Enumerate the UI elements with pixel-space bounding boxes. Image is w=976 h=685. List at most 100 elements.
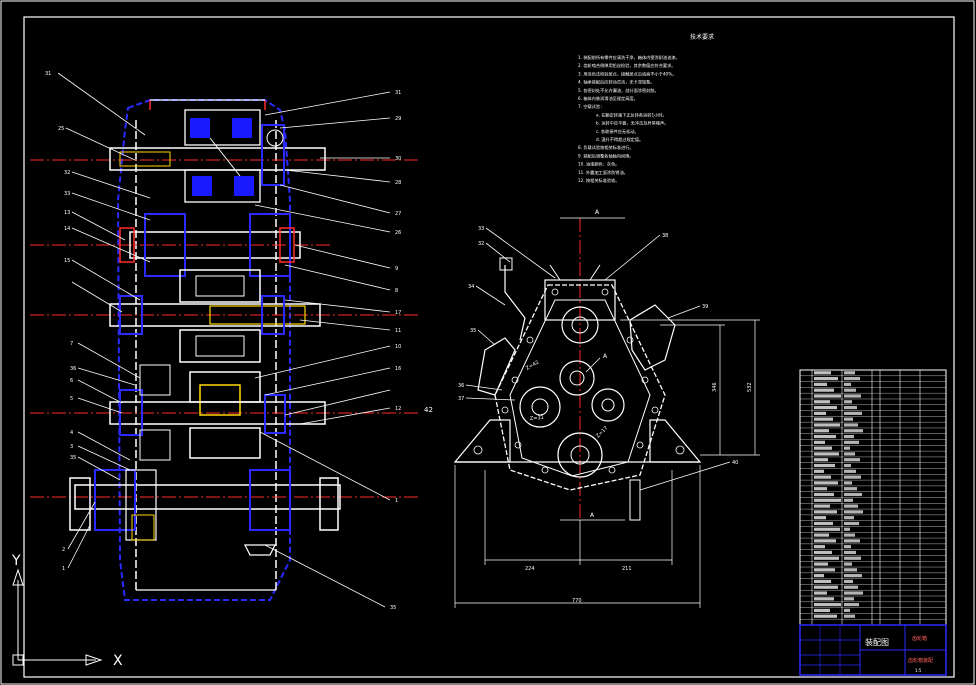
part-numbers-right: 31 29 30 28 27 26 9 8 17 11 10 16 12 1 3… [390,90,401,611]
parts-row-entry [814,452,839,456]
parts-row-material [844,463,851,468]
parts-row-entry [814,371,831,375]
parts-row-entry [814,614,837,618]
parts-row-entry [814,429,829,433]
parts-row-entry [814,458,828,462]
dim-height-a: 346 [712,382,718,392]
parts-row-material [844,440,859,444]
parts-row-entry [814,527,840,531]
callout-right-1: 31 [395,90,401,96]
note-line: 10. 油漆颜色：灰色。 [578,161,620,168]
parts-row-material [844,510,863,514]
callout-right-13: 12 [395,406,401,412]
parts-row-entry [814,556,839,560]
callout-right-6: 26 [395,230,401,236]
parts-row-entry [814,423,840,427]
parts-row-entry [814,475,831,479]
parts-row-material [844,579,853,584]
parts-row-entry [814,516,826,520]
parts-row-entry [814,434,836,439]
note-line: 8. 负载试验按相关标准进行。 [578,144,634,151]
parts-row-entry [814,376,838,381]
callout-left-4: 33 [64,191,70,197]
parts-row-entry [814,545,825,549]
parts-row-entry [814,463,835,468]
output-shaft [69,469,341,556]
leader-lines-right [254,91,391,608]
callout-left-3: 32 [64,170,70,176]
note-line: d. 温升不得超过规定值。 [596,136,643,143]
parts-row-material [844,521,859,526]
callout-left-9: 36 [70,366,76,372]
gear-label-3: Z=17 [595,425,609,439]
parts-row-entry [814,405,837,410]
front-view[interactable]: 31 25 32 33 13 14 15 7 36 6 5 4 3 35 2 1 [30,71,433,611]
parts-row-material [844,475,861,479]
parts-row-entry [814,498,841,502]
parts-row-material [844,411,862,415]
note-line: 4. 轴承装配后应转动灵活，无卡滞现象。 [578,79,655,86]
side-callout-1: 33 [478,226,484,232]
callout-right-4: 28 [395,180,401,186]
parts-row-material [844,608,850,613]
ucs-icon: X Y [11,553,123,669]
note-line: 9. 装配后调整各轴轴向间隙。 [578,152,634,159]
parts-row-entry [814,469,824,473]
parts-row-entry [814,487,827,491]
bolt-holes [473,288,685,474]
note-line: c. 各联接件应无松动。 [596,128,639,135]
note-line: 6. 箱体内装润滑油至规定高度。 [578,95,638,102]
section-label-bottom: A [590,512,595,519]
note-line: 7. 空载试验： [578,103,604,110]
title-drawing-name: 装配图 [865,637,889,647]
parts-row-material [844,545,851,549]
part-numbers-left: 31 25 32 33 13 14 15 7 36 6 5 4 3 35 2 1 [45,71,76,572]
drawing-border [23,16,955,678]
parts-row-material [844,429,863,433]
side-section-a-mid: A [603,353,608,360]
parts-row-material [844,400,852,404]
parts-row-material [844,469,856,473]
parts-row-material [844,481,852,485]
gear-label-2: Z=31 [530,415,544,422]
parts-row-entry [814,539,836,543]
note-line: 1. 装配前所有零件应清洗干净，箱体内壁涂耐油油漆。 [578,54,680,61]
parts-row-material [844,516,854,520]
gear-pair-lower [109,364,326,461]
callout-left-6: 14 [64,226,70,232]
ucs-y-label: Y [11,553,21,569]
callout-right-2: 29 [395,116,401,122]
note-line: b. 运转中应平稳，无冲击及异常噪声。 [596,120,668,127]
parts-row-entry [814,521,833,526]
parts-row-entry [814,440,825,444]
callout-left-13: 3 [70,444,73,450]
parts-row-material [844,417,853,421]
technical-notes: 技术要求 1. 装配前所有零件应清洗干净，箱体内壁涂耐油油漆。2. 齿轮啮合侧隙… [578,33,714,184]
parts-row-material [844,603,859,607]
callout-right-14: 1 [395,498,398,504]
parts-row-material [844,533,855,537]
parts-row-material [844,527,850,531]
side-callout-7: 38 [662,233,668,239]
callout-left-5: 13 [64,210,70,216]
callout-left-14: 35 [70,455,76,461]
title-scale: 1:5 [915,668,922,673]
parts-row-material [844,562,852,566]
side-part-numbers: 33 32 34 35 36 37 38 39 40 A [458,226,738,466]
parts-row-material [844,382,851,386]
parts-row-material [844,376,860,381]
note-line: a. 在额定转速下正反转各运转1小时。 [596,111,667,118]
note-line: 5. 各密封处不允许漏油，剖分面涂密封胶。 [578,87,659,94]
parts-row-entry [814,533,829,537]
parts-row-material [844,388,856,392]
callout-right-7: 9 [395,266,398,272]
gear-pair-upper [179,269,261,363]
side-callout-3: 34 [468,284,474,290]
input-shaft-assembly [109,109,326,203]
title-block[interactable]: 装配图 齿轮箱 齿轮箱装配 1:5 [799,624,947,676]
side-dimension-lines [454,319,760,608]
side-view[interactable]: A A Z=42 Z=31 Z [453,209,760,608]
parts-list-table[interactable] [799,369,947,626]
